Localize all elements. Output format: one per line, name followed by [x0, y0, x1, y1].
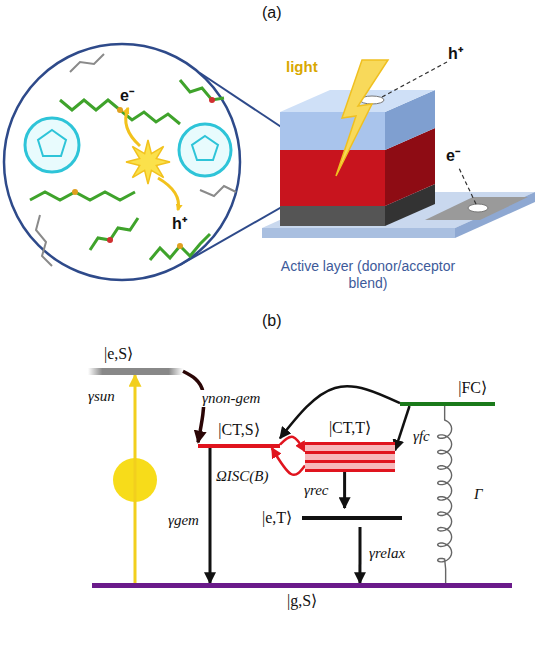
annotation: e⁻ — [118, 84, 136, 106]
rate-label: Γ — [472, 486, 485, 503]
layer-caption: Active layer (donor/acceptor blend) — [268, 258, 468, 292]
panel-label: (b) — [262, 312, 282, 330]
transition-arrow — [343, 472, 346, 508]
state-label: |g,S⟩ — [92, 591, 512, 610]
lead-wire — [458, 166, 476, 204]
transition-arrow — [208, 448, 211, 583]
atom — [72, 189, 78, 195]
rate-label: γfc — [411, 428, 432, 445]
energy-level: |g,S⟩ — [92, 583, 512, 610]
polymer-chain — [30, 192, 135, 200]
state-label: |FC⟩ — [400, 378, 495, 397]
state-label: |e,T⟩ — [262, 508, 292, 527]
rate-label: γnon-gem — [200, 390, 262, 407]
top-layer — [280, 112, 385, 150]
fullerene — [25, 118, 79, 172]
level-bar — [302, 516, 402, 520]
level-bar — [400, 402, 495, 406]
energy-level: |e,S⟩ — [88, 344, 183, 375]
energy-level: |FC⟩ — [400, 378, 495, 406]
panel-label: (a) — [262, 4, 282, 22]
side-chain — [200, 186, 236, 196]
annotation: h⁺ — [448, 42, 463, 64]
bottom-electrode — [425, 197, 528, 220]
rate-label: γsun — [86, 388, 117, 405]
rate-label: γrelax — [367, 545, 407, 562]
fullerene-ring — [192, 136, 218, 160]
contact-pad — [468, 204, 488, 212]
transition-arrow — [272, 448, 305, 475]
side-chain — [36, 215, 52, 266]
level-bar — [92, 583, 512, 588]
energy-level: |e,T⟩ — [262, 508, 402, 527]
atom — [177, 243, 183, 249]
transition-arrow — [395, 406, 410, 450]
lightning-bolt — [336, 60, 388, 176]
level-bar — [305, 442, 395, 472]
active-layer — [280, 150, 385, 206]
side-chain — [70, 54, 104, 72]
polymer-chain — [150, 234, 210, 260]
polymer-chain — [180, 80, 224, 100]
state-label: |CT,S⟩ — [198, 420, 280, 439]
polymer-chain — [90, 218, 138, 250]
glass-substrate — [262, 228, 455, 238]
annotation: e⁻ — [446, 144, 460, 166]
fullerene-ring — [38, 130, 66, 156]
charge-arrow — [158, 178, 179, 210]
energy-level: |CT,T⟩ — [305, 418, 395, 472]
state-label: |CT,T⟩ — [305, 418, 395, 437]
atom — [107, 237, 113, 243]
rate-label: γrec — [302, 482, 331, 499]
rate-label: ΩISC(B) — [214, 468, 271, 485]
electrode-layer — [280, 206, 385, 226]
transition-arrow — [134, 375, 137, 583]
transition-arrow — [358, 527, 361, 583]
transition-arrow — [280, 386, 400, 438]
annotation: h⁺ — [170, 212, 189, 234]
energy-level: |CT,S⟩ — [198, 420, 280, 448]
exciton-burst — [126, 140, 170, 184]
lead-wire — [382, 62, 447, 97]
state-label: |e,S⟩ — [88, 344, 183, 363]
fullerene — [179, 124, 231, 176]
magnifier-circle — [4, 44, 240, 280]
level-bar — [88, 368, 183, 375]
transition-arrow — [280, 437, 305, 452]
rate-label: γgem — [166, 512, 201, 529]
level-bar — [198, 444, 280, 448]
phonon-spring — [438, 406, 452, 583]
atom — [117, 107, 123, 113]
annotation: light — [286, 58, 318, 75]
charge-arrow — [126, 108, 140, 146]
atom — [209, 97, 215, 103]
